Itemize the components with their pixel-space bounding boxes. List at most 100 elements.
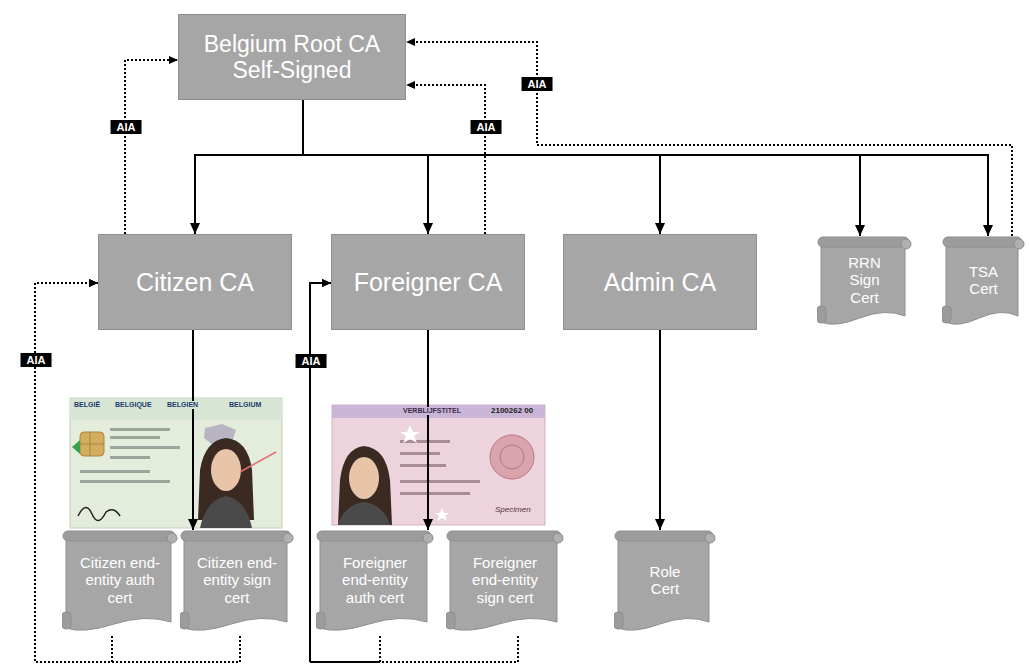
ca-box: Foreigner CA <box>331 234 525 330</box>
text-stack: Admin CA <box>604 268 717 297</box>
certificate-scroll: RRN Sign Cert <box>817 236 912 330</box>
scroll-top-roll <box>317 531 431 541</box>
scroll-curl <box>423 533 433 543</box>
text-stack: Citizen end-entity sign cert <box>196 554 278 606</box>
edge-label-holder: AIA <box>111 120 142 134</box>
card-header-band <box>70 398 282 420</box>
ca-name: Admin CA <box>604 268 717 297</box>
scroll-body <box>450 536 557 630</box>
edge-label-holder: AIA <box>21 353 52 367</box>
card-text-line <box>400 480 480 483</box>
aia-label: AIA <box>522 77 553 91</box>
issuer-arrow <box>192 330 194 530</box>
card-body <box>332 405 545 525</box>
scroll-bottom-curl <box>446 612 455 629</box>
ca-name: Foreigner CA <box>354 268 503 297</box>
scroll-curl <box>901 239 911 249</box>
chip-contacts <box>80 432 104 456</box>
scroll-curl <box>705 533 715 543</box>
photo-shoulders <box>200 496 252 528</box>
edge-label-holder: AIA <box>471 120 502 134</box>
cert-name: Role Cert <box>640 563 690 598</box>
cert-name: RRN Sign Cert <box>839 254 891 306</box>
scroll-bottom-curl <box>180 612 189 629</box>
text-stack: Citizen end-entity auth cert <box>79 554 161 606</box>
card-label-holder: VERBLIJFSTITEL <box>402 407 462 415</box>
cert-name: Foreigner end-entity sign cert <box>464 554 546 606</box>
card-seal-ring <box>500 445 524 469</box>
aia-label: AIA <box>21 353 52 367</box>
scroll-bottom-curl <box>316 612 325 629</box>
card-text-line <box>110 446 180 449</box>
scroll-body <box>946 242 1018 324</box>
card-body <box>70 398 282 528</box>
card-text: VERBLIJFSTITEL <box>402 407 462 415</box>
text-stack: Role Cert <box>640 563 690 598</box>
foreigner-residence-card <box>332 405 545 525</box>
card-text: BELGIQUE <box>114 401 153 409</box>
card-triangle <box>72 440 80 454</box>
cert-name: TSA Cert <box>961 263 1006 298</box>
ca-box: Belgium Root CA Self-Signed <box>178 14 406 100</box>
card-label-holder: 2100262 00 <box>490 407 534 416</box>
card-label-holder: Specimen <box>494 506 532 515</box>
cert-name: Foreigner end-entity auth cert <box>334 554 416 606</box>
card-text: Specimen <box>494 506 532 515</box>
issuer-arrow <box>195 100 303 234</box>
edge-label-holder: AIA <box>296 354 327 368</box>
card-text-line <box>80 470 150 473</box>
text-stack: Citizen CA <box>136 268 254 297</box>
certificate-scroll: Role Cert <box>614 530 716 636</box>
cert-name: Citizen end-entity sign cert <box>196 554 278 606</box>
card-text-line <box>400 452 440 455</box>
certificate-scroll: Foreigner end-entity auth cert <box>316 530 434 636</box>
scroll-curl <box>553 533 563 543</box>
scroll-curl <box>1014 239 1024 249</box>
scroll-top-roll <box>943 237 1022 247</box>
scroll-body <box>320 536 427 630</box>
cert-name: Citizen end-entity auth cert <box>79 554 161 606</box>
issuer-arrow <box>659 330 661 530</box>
text-stack: Foreigner CA <box>354 268 503 297</box>
card-label-holder: BELGIEN <box>166 401 199 409</box>
card-star <box>435 508 449 521</box>
text-stack: Belgium Root CA Self-Signed <box>194 31 390 84</box>
issuer-arrow <box>303 100 660 234</box>
scroll-body <box>618 536 709 630</box>
scroll-curl <box>283 533 293 543</box>
scroll-bottom-curl <box>614 612 623 629</box>
issuer-arrow <box>303 100 428 234</box>
card-text-line <box>80 480 170 483</box>
scroll-bottom-curl <box>62 612 71 629</box>
text-stack: RRN Sign Cert <box>839 254 891 306</box>
card-label-holder: BELGIUM <box>228 401 262 409</box>
card-text-line <box>110 436 160 439</box>
ca-name: Citizen CA <box>136 268 254 297</box>
certificate-scroll: Citizen end-entity sign cert <box>180 530 294 636</box>
ca-box: Admin CA <box>563 234 757 330</box>
text-stack: TSA Cert <box>961 263 1006 298</box>
photo-face <box>211 449 241 491</box>
card-text-line <box>110 428 170 431</box>
issuer-arrow <box>427 330 429 530</box>
scroll-bottom-curl <box>817 306 826 323</box>
aia-link <box>406 85 485 234</box>
card-text: BELGIUM <box>228 401 262 409</box>
scroll-top-roll <box>818 237 909 247</box>
card-header-band <box>332 405 545 418</box>
scroll-body <box>821 242 905 324</box>
card-stamp <box>240 452 276 472</box>
card-seal <box>490 435 534 479</box>
certificate-scroll: Foreigner end-entity sign cert <box>446 530 564 636</box>
card-text: BELGIË <box>73 401 101 409</box>
card-text-line <box>400 440 450 443</box>
aia-label: AIA <box>296 354 327 368</box>
card-text: 2100262 00 <box>490 407 534 416</box>
scroll-body <box>66 536 171 630</box>
scroll-body <box>184 536 287 630</box>
card-text: BELGIEN <box>166 401 199 409</box>
card-text-line <box>400 492 470 495</box>
photo-shoulders <box>338 502 390 525</box>
issuer-arrow <box>303 100 860 236</box>
